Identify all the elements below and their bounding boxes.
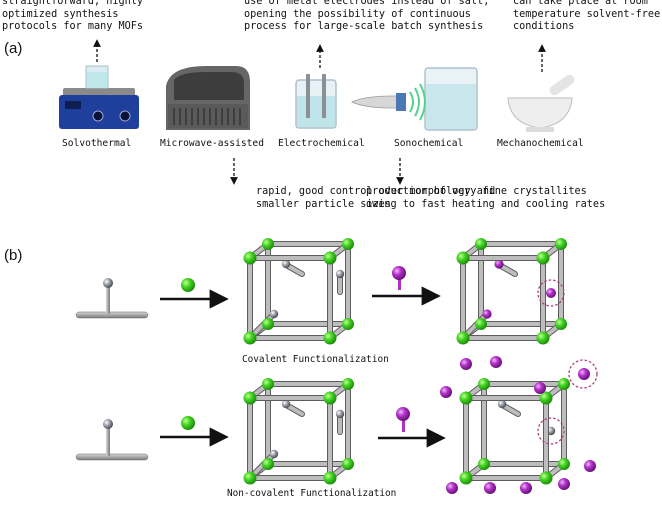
functional-group xyxy=(482,309,492,319)
metal-node xyxy=(342,318,354,330)
note-solvothermal: straightforward, highly optimized synthe… xyxy=(2,0,144,32)
adsorbed-guest xyxy=(460,358,472,370)
metal-node xyxy=(459,391,473,405)
metal-node xyxy=(558,458,570,470)
highlight-circle-covalent xyxy=(537,279,565,307)
method-microwave: Microwave-assisted xyxy=(160,138,264,149)
method-sonochemical: Sonochemical xyxy=(394,138,464,149)
mof-cube-covalent-before xyxy=(243,238,354,345)
caption-noncovalent: Non-covalent Functionalization xyxy=(227,488,397,499)
metal-node xyxy=(323,331,337,345)
metal-node xyxy=(475,318,487,330)
panel-a-label: (a) xyxy=(4,40,23,57)
metal-node xyxy=(555,238,567,250)
linker-end xyxy=(281,259,291,269)
linker-end xyxy=(497,399,507,409)
highlight-circle-noncovalent-inner xyxy=(537,417,565,445)
mortar-pestle-icon xyxy=(507,74,575,132)
functional-group xyxy=(546,288,556,298)
highlight-circle-noncovalent-top xyxy=(568,359,598,389)
metal-node xyxy=(342,238,354,250)
adsorbed-guest xyxy=(534,382,546,394)
linker-top-icon xyxy=(75,278,149,319)
metal-node xyxy=(243,391,257,405)
metal-node xyxy=(342,378,354,390)
metal-node xyxy=(478,378,490,390)
metal-node-reagent-top-icon xyxy=(181,278,195,292)
hotplate-icon xyxy=(59,65,139,129)
functional-group xyxy=(494,259,504,269)
method-solvothermal: Solvothermal xyxy=(62,138,132,149)
adsorbed-guest xyxy=(490,356,502,368)
metal-node xyxy=(262,318,274,330)
mof-cube-covalent-after xyxy=(456,238,567,345)
linker-end xyxy=(269,449,279,459)
note-mechanochemical: can take place at room temperature solve… xyxy=(513,0,661,32)
electrochemical-cell-icon xyxy=(295,74,337,129)
caption-covalent: Covalent Functionalization xyxy=(242,354,389,365)
note-sonochemical: production of very fine crystallites owi… xyxy=(366,186,606,210)
functional-group-reagent-bottom-icon xyxy=(396,407,410,432)
panel-b-label: (b) xyxy=(4,247,23,264)
metal-node xyxy=(262,238,274,250)
sonicator-icon xyxy=(351,67,478,131)
metal-node xyxy=(536,331,550,345)
linker-end xyxy=(281,399,291,409)
method-electrochemical: Electrochemical xyxy=(278,138,365,149)
microwave-icon xyxy=(166,66,250,130)
metal-node xyxy=(555,318,567,330)
linker-end xyxy=(335,409,345,419)
linker-end xyxy=(269,309,279,319)
metal-node xyxy=(243,251,257,265)
mof-cube-noncovalent-before xyxy=(243,378,354,485)
metal-node xyxy=(539,391,553,405)
metal-node xyxy=(323,251,337,265)
metal-node xyxy=(475,238,487,250)
metal-node xyxy=(323,471,337,485)
metal-node xyxy=(536,251,550,265)
adsorbed-guest xyxy=(440,386,452,398)
metal-node xyxy=(459,471,473,485)
metal-node xyxy=(243,331,257,345)
metal-node xyxy=(558,378,570,390)
note-microwave: rapid, good control over morphology and … xyxy=(256,186,496,210)
adsorbed-guest xyxy=(484,482,496,494)
adsorbed-guest xyxy=(578,368,590,380)
adsorbed-guest xyxy=(520,482,532,494)
linker-bottom-icon xyxy=(75,419,149,461)
metal-node xyxy=(456,331,470,345)
adsorbed-guest xyxy=(584,460,596,472)
mof-cube-noncovalent-after xyxy=(440,356,596,494)
metal-node xyxy=(539,471,553,485)
metal-node xyxy=(323,391,337,405)
metal-node xyxy=(478,458,490,470)
note-electrochemical: use of metal electrodes instead of salt,… xyxy=(244,0,490,32)
metal-node-reagent-bottom-icon xyxy=(181,416,195,430)
adsorbed-guest xyxy=(446,482,458,494)
method-mechanochemical: Mechanochemical xyxy=(497,138,584,149)
metal-node xyxy=(262,378,274,390)
metal-node xyxy=(262,458,274,470)
metal-node xyxy=(342,458,354,470)
adsorbed-guest xyxy=(558,478,570,490)
functional-group-reagent-top-icon xyxy=(392,266,406,290)
linker-end xyxy=(335,269,345,279)
metal-node xyxy=(243,471,257,485)
metal-node xyxy=(456,251,470,265)
